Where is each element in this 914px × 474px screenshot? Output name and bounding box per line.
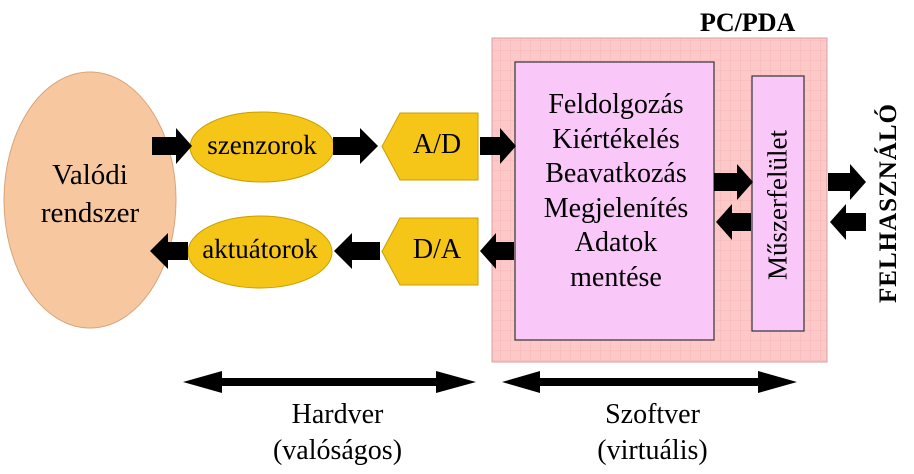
processing-box	[514, 61, 715, 341]
processing-item: Megjelenítés	[543, 192, 689, 224]
hardware-range-arrow	[183, 371, 476, 393]
arrow-processing-to-da	[480, 233, 514, 269]
arrow-ad-to-processing	[480, 128, 516, 164]
hardware-line1: Hardver	[291, 399, 384, 430]
processing-item: Beavatkozás	[545, 158, 687, 189]
arrow-actuators-to-real	[150, 233, 188, 269]
real-system-label: Valódi rendszer	[4, 156, 176, 232]
arrow-panel-to-processing	[716, 204, 751, 240]
arrow-user-to-panel	[830, 204, 866, 240]
hardware-label: Hardver (valóságos)	[250, 397, 425, 469]
sensors-label: szenzorok	[207, 130, 317, 160]
processing-list: Feldolgozás Kiértékelés Beavatkozás Megj…	[514, 88, 718, 295]
actuators-label: aktuátorok	[202, 234, 318, 264]
software-line1: Szoftver	[605, 399, 700, 430]
ad-converter-shape	[381, 112, 479, 181]
real-system-ellipse	[3, 71, 177, 329]
user-label: FELHASZNÁLÓ	[875, 103, 902, 303]
processing-item: Adatok	[574, 227, 658, 258]
software-range-arrow	[502, 371, 797, 393]
real-system-line1: Valódi	[52, 159, 128, 191]
real-system-line2: rendszer	[40, 197, 140, 229]
instrument-panel-label: Műszerfelület	[762, 130, 793, 280]
da-label: D/A	[412, 234, 462, 265]
da-converter-shape	[381, 217, 479, 286]
arrow-real-to-sensors	[152, 128, 192, 164]
ad-label: A/D	[412, 129, 462, 160]
processing-item: Kiértékelés	[552, 123, 680, 155]
software-label: Szoftver (virtuális)	[565, 397, 740, 469]
pc-pda-title: PC/PDA	[700, 8, 796, 37]
arrow-sensors-to-ad	[333, 128, 378, 164]
arrow-da-to-actuators	[334, 233, 380, 269]
software-line2: (virtuális)	[597, 435, 708, 466]
processing-item: Feldolgozás	[548, 89, 684, 120]
hardware-line2: (valóságos)	[272, 435, 403, 466]
processing-item: mentése	[570, 261, 662, 293]
arrow-processing-to-panel	[714, 164, 753, 200]
arrow-panel-to-user	[828, 164, 866, 200]
instrument-panel-box	[751, 75, 805, 332]
